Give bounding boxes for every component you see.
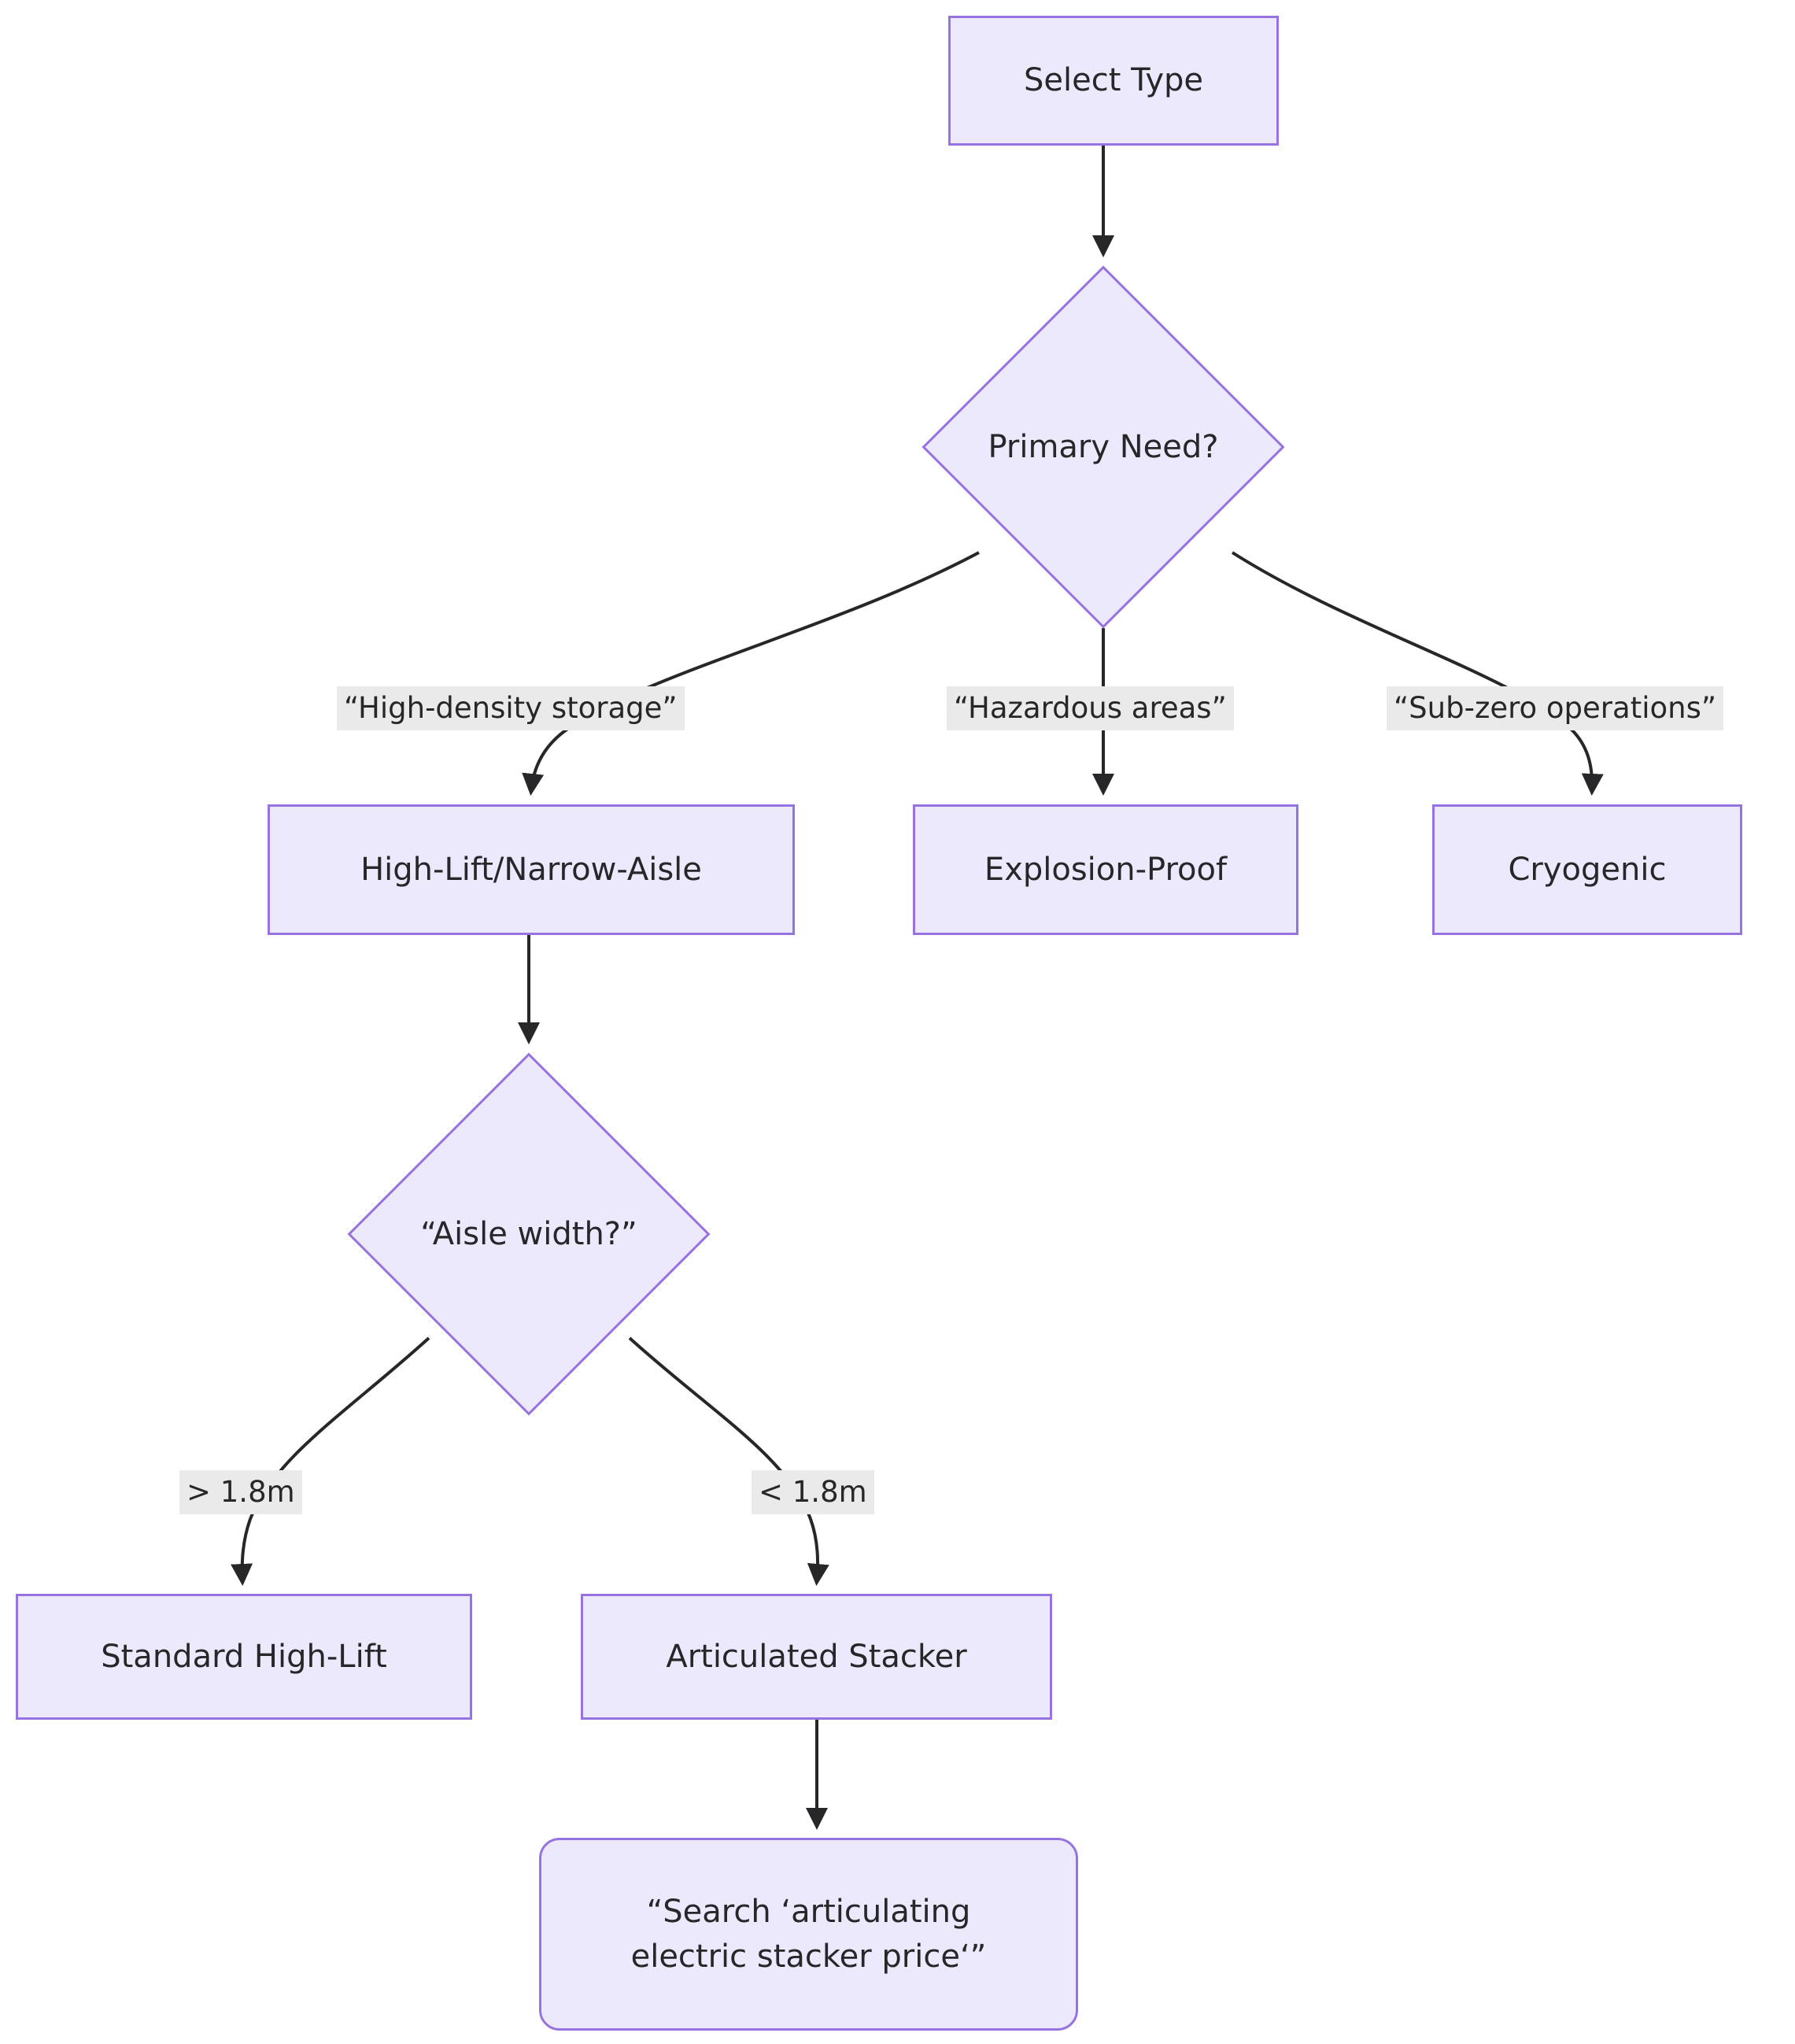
node-high-lift-narrow-aisle-label: High-Lift/Narrow-Aisle xyxy=(360,851,702,888)
node-primary-need[interactable]: Primary Need? xyxy=(922,265,1285,629)
node-search-query-label: “Search ‘articulating electric stacker p… xyxy=(630,1893,987,1975)
edge-label-high-density-storage: “High-density storage” xyxy=(337,686,685,731)
node-search-query[interactable]: “Search ‘articulating electric stacker p… xyxy=(539,1838,1078,2031)
node-articulated-stacker[interactable]: Articulated Stacker xyxy=(581,1594,1052,1720)
edge-primary-need-to-high-lift xyxy=(522,551,980,796)
node-standard-high-lift-label: Standard High-Lift xyxy=(101,1638,387,1675)
node-select-type[interactable]: Select Type xyxy=(948,16,1279,146)
edge-primary-need-to-cryogenic xyxy=(1231,551,1604,796)
node-articulated-stacker-label: Articulated Stacker xyxy=(666,1638,967,1675)
edge-label-sub-zero-operations: “Sub-zero operations” xyxy=(1387,686,1724,731)
node-explosion-proof-label: Explosion-Proof xyxy=(984,851,1228,888)
node-primary-need-label: Primary Need? xyxy=(988,428,1219,465)
edge-aisle-width-to-articulated-stacker xyxy=(628,1336,829,1586)
node-explosion-proof[interactable]: Explosion-Proof xyxy=(913,804,1298,935)
node-aisle-width[interactable]: “Aisle width?” xyxy=(347,1052,711,1416)
node-cryogenic[interactable]: Cryogenic xyxy=(1432,804,1742,935)
edge-label-hazardous-areas: “Hazardous areas” xyxy=(947,686,1234,731)
node-high-lift-narrow-aisle[interactable]: High-Lift/Narrow-Aisle xyxy=(268,804,795,935)
node-aisle-width-label: “Aisle width?” xyxy=(420,1215,637,1252)
node-cryogenic-label: Cryogenic xyxy=(1508,851,1667,888)
edge-label-aisle-less-than: < 1.8m xyxy=(752,1470,874,1515)
node-select-type-label: Select Type xyxy=(1024,62,1203,99)
edge-aisle-width-to-standard-high-lift xyxy=(231,1336,430,1586)
edge-label-aisle-greater-than: > 1.8m xyxy=(179,1470,302,1515)
node-standard-high-lift[interactable]: Standard High-Lift xyxy=(16,1594,472,1720)
